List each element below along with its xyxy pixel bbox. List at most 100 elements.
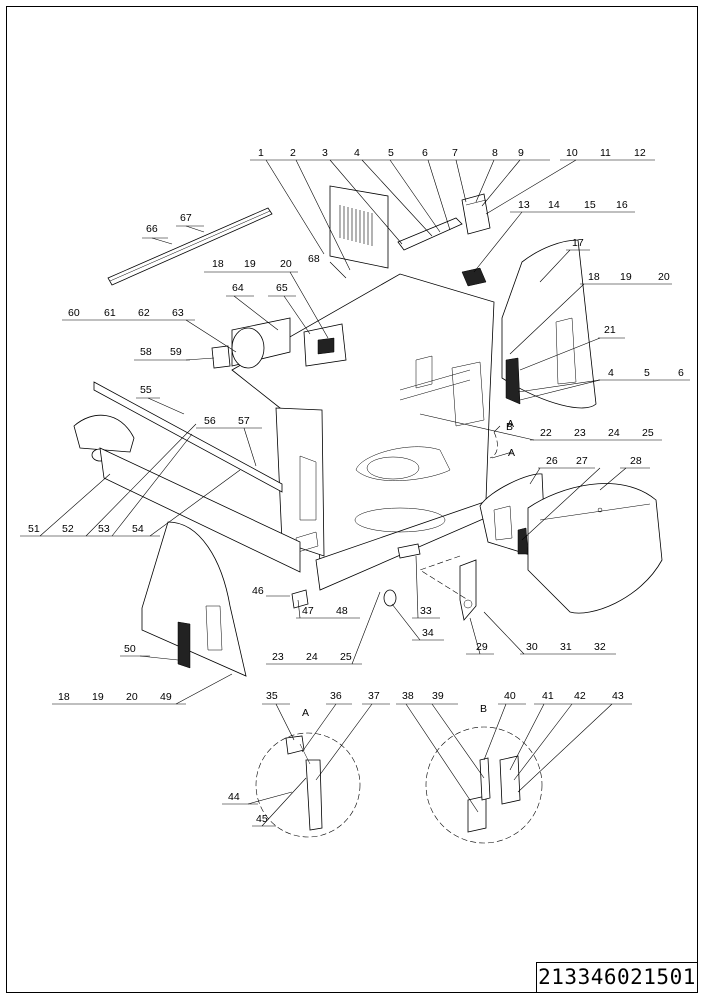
part-long-bar (93, 381, 283, 493)
callout: 23 (574, 427, 586, 439)
part-block-7 (461, 193, 491, 235)
callout: 58 (140, 346, 152, 358)
detail-circle-a (255, 732, 361, 838)
callout: 18 (58, 691, 70, 703)
callout: 24 (608, 427, 620, 439)
drawing-frame (6, 6, 698, 993)
detail-label-a: A (507, 418, 514, 430)
callout: 18 (588, 271, 600, 283)
callout: 4 (608, 367, 614, 379)
callout: 35 (266, 690, 278, 702)
callout: 67 (180, 212, 192, 224)
callout: 5 (388, 147, 394, 159)
callout: 1 (258, 147, 264, 159)
callout: 42 (574, 690, 586, 702)
part-roller-64 (231, 317, 347, 369)
callout: 25 (642, 427, 654, 439)
callout: 41 (542, 690, 554, 702)
callout: 19 (244, 258, 256, 270)
callout: 8 (492, 147, 498, 159)
callout: 50 (124, 643, 136, 655)
part-main-frame (231, 273, 495, 591)
callout: 16 (616, 199, 628, 211)
callout: 38 (402, 690, 414, 702)
callout: 43 (612, 690, 624, 702)
callout: 40 (504, 690, 516, 702)
callout: 46 (252, 585, 264, 597)
callout: 65 (276, 282, 288, 294)
part-side-panel-17 (501, 239, 597, 409)
callout: 23 (272, 651, 284, 663)
part-latch-33 (383, 543, 421, 607)
callout: 6 (678, 367, 684, 379)
callout: 37 (368, 690, 380, 702)
callout: 26 (546, 455, 558, 467)
callout: 32 (594, 641, 606, 653)
detail-circle-b (425, 726, 543, 844)
callout: 19 (92, 691, 104, 703)
callout: 29 (476, 641, 488, 653)
callout: 62 (138, 307, 150, 319)
dashed-connection-lines (419, 431, 498, 601)
callout: 3 (322, 147, 328, 159)
callout: 44 (228, 791, 240, 803)
callout: 20 (658, 271, 670, 283)
part-strip-66 (107, 207, 273, 286)
part-hinge-29 (459, 559, 477, 621)
callout: 10 (566, 147, 578, 159)
callout: 57 (238, 415, 250, 427)
callout: 19 (620, 271, 632, 283)
callout: 45 (256, 813, 268, 825)
callout: 20 (126, 691, 138, 703)
callout: 20 (280, 258, 292, 270)
callout: 52 (62, 523, 74, 535)
callout: 28 (630, 455, 642, 467)
callout: 31 (560, 641, 572, 653)
callout: 7 (452, 147, 458, 159)
callout: 11 (600, 147, 611, 159)
callout: 66 (146, 223, 158, 235)
callout: 49 (160, 691, 172, 703)
callout: 13 (518, 199, 530, 211)
callout: 18 (212, 258, 224, 270)
callout: 25 (340, 651, 352, 663)
callout-leaders (20, 159, 690, 827)
part-grille-plate (329, 185, 389, 269)
callout: 34 (422, 627, 434, 639)
callout: 24 (306, 651, 318, 663)
callout: 60 (68, 307, 80, 319)
callout: 55 (140, 384, 152, 396)
detail-label-b-circle: B (480, 703, 487, 715)
callout: 39 (432, 690, 444, 702)
callout: 56 (204, 415, 216, 427)
callout-numbers: 1 2 3 4 5 6 7 8 9 10 11 12 13 14 15 16 1… (28, 147, 684, 825)
detail-label-a-main: A (508, 447, 515, 459)
callout: 9 (518, 147, 524, 159)
part-front-bar (73, 414, 301, 573)
callout: 33 (420, 605, 432, 617)
part-bracket-46 (291, 589, 309, 609)
callout: 48 (336, 605, 348, 617)
callout: 2 (290, 147, 296, 159)
part-13 (461, 267, 487, 287)
callout: 15 (584, 199, 596, 211)
part-front-panel-50 (141, 521, 247, 677)
drawing-number-box: 213346021501 (536, 962, 698, 993)
callout: 54 (132, 523, 144, 535)
part-cover-28 (527, 483, 663, 614)
callout: 59 (170, 346, 182, 358)
callout: 21 (604, 324, 616, 336)
callout: 30 (526, 641, 538, 653)
callout: 64 (232, 282, 244, 294)
detail-label-a-circle: A (302, 707, 309, 719)
callout: 53 (98, 523, 110, 535)
callout: 17 (572, 237, 584, 249)
callout: 61 (104, 307, 116, 319)
callout: 68 (308, 253, 320, 265)
callout: 4 (354, 147, 360, 159)
detail-label-b-main: B (506, 421, 513, 433)
callout: 51 (28, 523, 40, 535)
callout: 12 (634, 147, 646, 159)
